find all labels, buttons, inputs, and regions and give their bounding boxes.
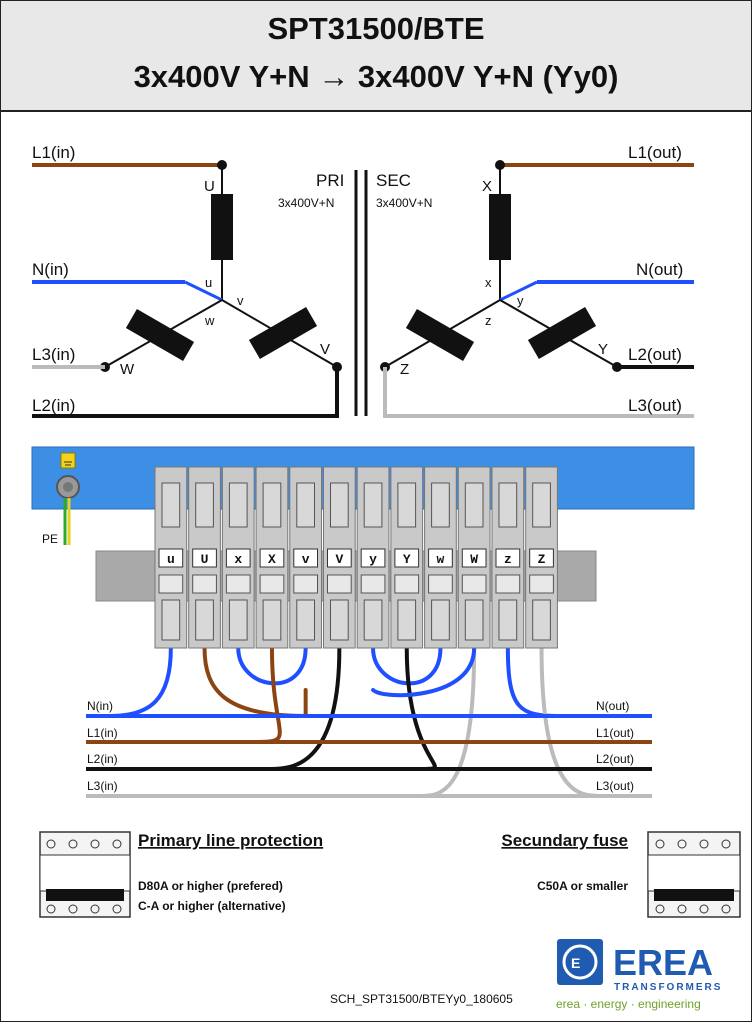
terminal-Y: Y (390, 466, 424, 649)
sec-l1-label: L1(out) (628, 143, 682, 162)
logo-sub: TRANSFORMERS (614, 982, 722, 993)
sec-n-label: N(out) (636, 260, 683, 279)
terminal-label: V (335, 552, 343, 567)
pri-l1-label: L1(in) (32, 143, 75, 162)
wire-U-l1 (202, 646, 308, 719)
primary-protection-title: Primary line protection (138, 831, 323, 850)
primary-protection-line2: C-A or higher (alternative) (138, 899, 286, 913)
terminal-x: x (221, 466, 255, 649)
sec-term-Y: Y (598, 341, 608, 358)
pri-voltage: 3x400V+N (278, 196, 334, 210)
terminal-label: z (504, 552, 512, 567)
terminal-y: y (356, 466, 390, 649)
sec-term-z: z (485, 313, 492, 328)
terminal-z: z (491, 466, 525, 649)
primary-breaker-icon (39, 831, 131, 918)
terminal-label: v (302, 552, 310, 567)
sec-term-y: y (517, 293, 524, 308)
secondary-fuse-line1: C50A or smaller (537, 879, 628, 893)
svg-text:E: E (571, 955, 580, 971)
out-l2-label: L2(out) (596, 752, 634, 766)
pri-term-v: v (237, 293, 244, 308)
pri-coil-v (248, 306, 318, 360)
sec-coil-y (527, 306, 597, 360)
terminal-wires (108, 646, 602, 798)
title-box: SPT31500/BTE 3x400V Y+N → 3x400V Y+N (Yy… (1, 1, 751, 112)
in-l1-label: L1(in) (87, 726, 118, 740)
wire-X-l1 (248, 646, 282, 744)
terminal-X: X (255, 466, 289, 649)
terminal-Z: Z (525, 466, 558, 649)
pri-label: PRI (316, 171, 344, 190)
terminal-u: u (154, 466, 188, 649)
earth-symbol-icon (60, 452, 76, 469)
sec-l3-label: L3(out) (628, 396, 682, 415)
pri-term-W: W (120, 361, 135, 378)
terminal-V: V (323, 466, 356, 649)
in-l2-label: L2(in) (87, 752, 118, 766)
terminal-v: v (289, 466, 322, 649)
title-config: 3x400V Y+N → 3x400V Y+N (Yy0) (133, 59, 619, 94)
sec-coil-x (489, 194, 511, 260)
pri-coil-u (211, 194, 233, 260)
secondary-breaker-icon (647, 831, 741, 918)
wire-W-n (371, 646, 477, 698)
primary-protection-line1: D80A or higher (prefered) (138, 879, 283, 893)
terminal-U: U (188, 466, 221, 649)
terminal-label: Z (538, 552, 546, 567)
pri-term-w: w (204, 313, 215, 328)
out-l1-label: L1(out) (596, 726, 634, 740)
wire-z-n (505, 646, 562, 718)
pri-l3-label: L3(in) (32, 345, 75, 364)
logo-name: EREA (613, 942, 713, 983)
primary-schematic: L1(in) U u N(in) v w W L3(in) V L2(in) P… (32, 143, 344, 418)
terminal-label: Y (403, 552, 411, 567)
secondary-fuse-title: Secundary fuse (501, 831, 628, 850)
out-l3-label: L3(out) (596, 779, 634, 793)
terminal-label: x (234, 552, 242, 567)
protection-section: Primary line protection D80A or higher (… (39, 831, 741, 918)
sec-term-x: x (485, 275, 492, 290)
terminal-label: w (437, 552, 445, 567)
sec-term-X: X (482, 178, 492, 195)
wire-u-n (108, 646, 173, 718)
pri-term-U: U (204, 178, 215, 195)
terminal-label: u (167, 552, 175, 567)
logo-tagline: erea · energy · engineering (556, 997, 701, 1011)
pri-n-label: N(in) (32, 260, 69, 279)
in-n-label: N(in) (87, 699, 113, 713)
sec-label: SEC (376, 171, 411, 190)
pri-coil-w (125, 308, 195, 362)
secondary-schematic: SEC 3x400V+N L1(out) X x N(out) y z Z L3… (376, 143, 694, 418)
pri-term-u: u (205, 275, 212, 290)
terminal-W: W (457, 466, 491, 649)
terminal-label: U (201, 552, 209, 567)
terminal-label: y (369, 552, 377, 567)
pri-l2-label: L2(in) (32, 396, 75, 415)
sec-voltage: 3x400V+N (376, 196, 432, 210)
pe-label: PE (42, 532, 58, 546)
title-model: SPT31500/BTE (267, 11, 485, 46)
wire-Z-l3 (539, 646, 602, 798)
document-id: SCH_SPT31500/BTEYy0_180605 (330, 992, 513, 1006)
terminal-label: W (470, 552, 478, 567)
pri-term-V: V (320, 341, 330, 358)
terminal-label: X (268, 552, 276, 567)
wire-Y-l2 (404, 646, 437, 771)
erea-logo: E EREA TRANSFORMERS erea · energy · engi… (556, 939, 722, 1011)
sec-l2-label: L2(out) (628, 345, 682, 364)
in-l3-label: L3(in) (87, 779, 118, 793)
terminal-w: w (424, 466, 457, 649)
sec-term-Z: Z (400, 361, 409, 378)
out-n-label: N(out) (596, 699, 629, 713)
sec-coil-z (405, 308, 475, 362)
